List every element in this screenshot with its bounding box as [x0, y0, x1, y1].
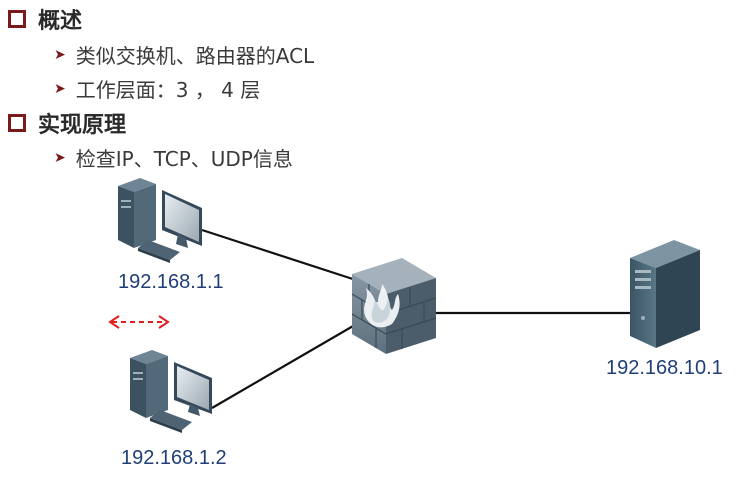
desktop-computer-icon: [130, 350, 212, 433]
server-tower-icon: [630, 240, 700, 348]
square-bullet-icon: [8, 10, 26, 28]
section-title: 实现原理: [38, 113, 127, 138]
node-label-server: 192.168.10.1: [606, 357, 723, 379]
bullet-item: ➤ 工作层面：3 ， 4 层: [54, 74, 260, 103]
arrow-bullet-icon: ➤: [54, 149, 66, 166]
section-title: 概述: [38, 9, 83, 34]
bullet-item: ➤ 类似交换机、路由器的ACL: [54, 40, 314, 69]
section-heading-principle: 实现原理: [8, 107, 126, 139]
bullet-text: 工作层面：3 ， 4 层: [75, 78, 261, 102]
section-heading-overview: 概述: [8, 3, 82, 35]
arrow-bullet-icon: ➤: [54, 46, 66, 63]
square-bullet-icon: [8, 114, 26, 132]
node-label-pc2: 192.168.1.2: [121, 447, 227, 469]
bullet-text: 检查IP、TCP、UDP信息: [75, 147, 293, 171]
bullet-text: 类似交换机、路由器的ACL: [75, 44, 315, 68]
bidirectional-dashed-arrow-icon: [108, 315, 170, 329]
link-pc2-firewall: [211, 321, 361, 409]
link-pc1-firewall: [201, 228, 363, 284]
arrow-bullet-icon: ➤: [54, 80, 66, 97]
firewall-icon: [351, 258, 437, 354]
bullet-item: ➤ 检查IP、TCP、UDP信息: [54, 143, 293, 172]
node-label-pc1: 192.168.1.1: [118, 271, 224, 293]
desktop-computer-icon: [118, 178, 202, 263]
